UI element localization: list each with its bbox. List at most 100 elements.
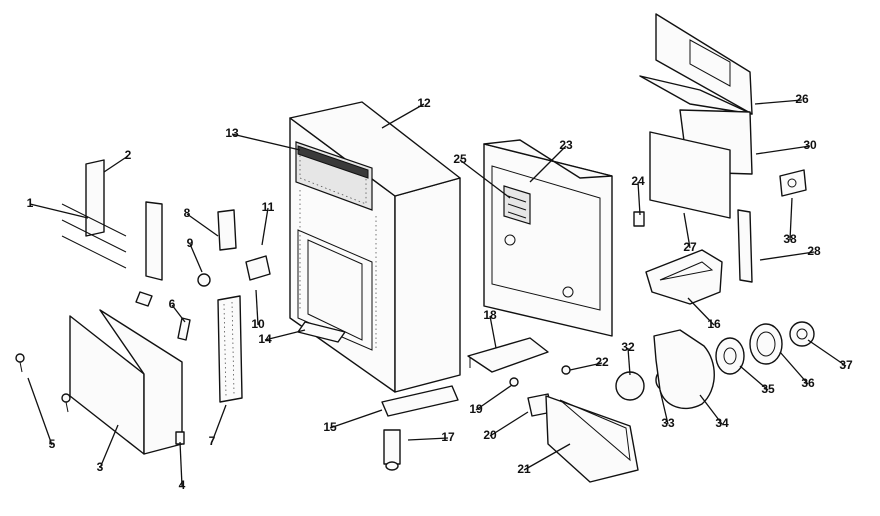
- part-rods: [61, 203, 127, 269]
- part-control-pad: [503, 185, 531, 225]
- part-knob: [197, 273, 211, 287]
- callout-36: 36: [801, 376, 815, 390]
- callout-25: 25: [453, 152, 467, 166]
- leader-line-26: [754, 99, 803, 105]
- callout-24: 24: [631, 174, 645, 188]
- leader-line-23: [529, 145, 567, 183]
- part-blower-housing: [653, 329, 715, 409]
- leader-line-8: [186, 213, 219, 237]
- callout-32: 32: [621, 340, 635, 354]
- leader-lines: [27, 99, 847, 487]
- part-fitting: [245, 255, 271, 281]
- part-bottom-plate: [381, 385, 459, 417]
- leader-line-25: [459, 159, 511, 199]
- leader-line-3: [99, 424, 119, 469]
- leader-line-22: [569, 362, 603, 371]
- callout-2: 2: [125, 148, 132, 162]
- part-side-strip: [737, 209, 753, 283]
- leader-line-9: [189, 243, 203, 273]
- callout-33: 33: [661, 416, 675, 430]
- part-middle-rear-panel: [649, 131, 731, 219]
- part-burner-assembly: [545, 395, 639, 483]
- leader-line-18: [489, 315, 497, 349]
- part-top-rear-panel: [639, 13, 753, 115]
- leader-line-21: [523, 443, 571, 471]
- callout-17: 17: [441, 430, 455, 444]
- callout-6: 6: [169, 297, 176, 311]
- leader-line-27: [683, 212, 691, 249]
- leader-line-5: [27, 377, 53, 446]
- callout-30: 30: [803, 138, 817, 152]
- part-clip: [633, 211, 645, 227]
- callout-14: 14: [258, 332, 272, 346]
- leader-line-11: [261, 207, 269, 246]
- callout-5: 5: [49, 437, 56, 451]
- callout-37: 37: [839, 358, 853, 372]
- callout-7: 7: [209, 434, 216, 448]
- leader-line-4: [179, 441, 183, 487]
- leader-line-24: [637, 181, 641, 216]
- leader-line-1: [29, 203, 89, 219]
- callout-19: 19: [469, 402, 483, 416]
- callout-16: 16: [707, 317, 721, 331]
- callout-21: 21: [517, 462, 531, 476]
- leader-line-38: [789, 197, 793, 241]
- callout-28: 28: [807, 244, 821, 258]
- callout-8: 8: [184, 206, 191, 220]
- callout-3: 3: [97, 460, 104, 474]
- callout-12: 12: [417, 96, 431, 110]
- leader-line-10: [255, 289, 259, 326]
- part-blower-wheel: [715, 337, 745, 375]
- part-small-bracket: [779, 169, 807, 197]
- leader-line-14: [264, 329, 306, 341]
- leader-line-7: [211, 404, 227, 443]
- leader-line-13: [231, 133, 301, 151]
- part-gasket-ring: [749, 323, 783, 365]
- part-small-plate: [217, 209, 237, 251]
- leader-line-16: [687, 297, 715, 326]
- leader-line-28: [759, 251, 815, 261]
- part-clips: [135, 291, 191, 341]
- part-upper-brackets: [85, 159, 163, 281]
- leader-line-33: [659, 389, 669, 425]
- leader-line-17: [407, 437, 449, 441]
- callout-20: 20: [483, 428, 497, 442]
- leader-line-30: [755, 145, 811, 155]
- leader-line-35: [739, 365, 769, 391]
- part-bottom-bracket: [297, 321, 346, 343]
- callout-26: 26: [795, 92, 809, 106]
- part-louvered-grille: [217, 295, 243, 403]
- callout-18: 18: [483, 308, 497, 322]
- leader-line-37: [807, 339, 847, 367]
- callout-9: 9: [187, 236, 194, 250]
- callout-22: 22: [595, 355, 609, 369]
- part-screws: [15, 353, 71, 413]
- part-pipe-bracket: [467, 337, 549, 373]
- callout-23: 23: [559, 138, 573, 152]
- callout-4: 4: [179, 478, 186, 492]
- part-fitting-nut: [561, 365, 571, 375]
- callout-1: 1: [27, 196, 34, 210]
- callout-11: 11: [262, 200, 275, 214]
- leader-line-6: [171, 304, 186, 323]
- part-front-panel: [69, 309, 183, 455]
- callout-13: 13: [225, 126, 239, 140]
- callout-38: 38: [783, 232, 797, 246]
- callout-35: 35: [761, 382, 775, 396]
- part-top-grille: [297, 145, 369, 179]
- callout-15: 15: [323, 420, 337, 434]
- leader-line-2: [103, 155, 129, 173]
- part-sensor: [383, 429, 401, 471]
- callout-10: 10: [251, 317, 265, 331]
- leader-line-15: [329, 409, 383, 429]
- callout-34: 34: [715, 416, 729, 430]
- part-small-fitting: [509, 377, 519, 387]
- leader-line-36: [779, 351, 809, 385]
- leader-line-20: [489, 411, 529, 437]
- part-motor: [615, 371, 645, 401]
- leader-line-12: [381, 103, 425, 129]
- leader-line-32: [627, 347, 631, 376]
- leader-line-34: [699, 394, 723, 425]
- callout-labels: 1234567891011121314151617181920212223242…: [27, 92, 853, 492]
